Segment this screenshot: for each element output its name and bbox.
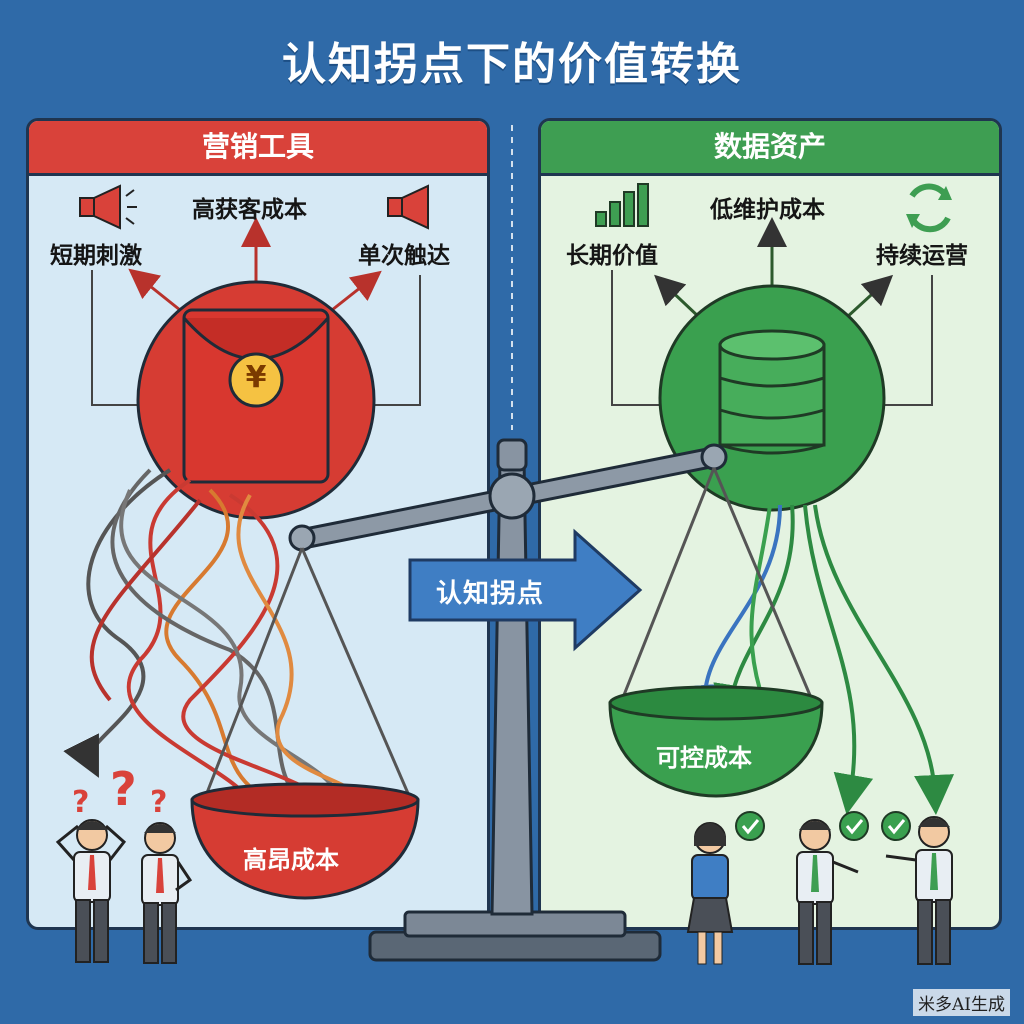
label-high-cost: 高昂成本 [243, 846, 339, 874]
refresh-icon [906, 183, 952, 233]
label-continuous-operation: 持续运营 [876, 243, 968, 269]
megaphone-icon [387, 184, 429, 230]
page-title: 认知拐点下的价值转换 [282, 39, 742, 90]
label-low-maintenance-cost: 低维护成本 [710, 197, 825, 223]
confused-person [141, 822, 193, 964]
tangled-wires [63, 468, 362, 802]
yen-coin-icon [228, 352, 284, 408]
happy-person [885, 816, 953, 965]
happy-person [796, 819, 859, 965]
check-icon [839, 811, 869, 841]
data-streams [683, 504, 955, 815]
label-single-reach: 单次触达 [358, 243, 450, 269]
left-connectors [91, 217, 421, 406]
label-long-term-value: 长期价值 [566, 243, 658, 269]
right-connectors [611, 217, 933, 406]
controlled-cost-bowl [608, 685, 824, 798]
watermark: 米多AI生成 [913, 989, 1010, 1016]
red-envelope-icon [182, 308, 330, 484]
question-mark: ? [72, 785, 89, 820]
label-short-term-stimulus: 短期刺激 [50, 243, 142, 269]
high-cost-bowl [190, 782, 420, 900]
label-controlled-cost: 可控成本 [656, 744, 752, 772]
label-high-acquisition-cost: 高获客成本 [192, 197, 307, 223]
happy-person [686, 822, 734, 965]
bar-chart-icon [595, 183, 649, 227]
megaphone-icon [79, 184, 137, 230]
cognitive-turning-arrow [408, 528, 643, 652]
check-icon [735, 811, 765, 841]
question-mark: ? [150, 785, 167, 820]
check-icon [881, 811, 911, 841]
database-icon [718, 329, 826, 455]
data-asset-header: 数据资产 [541, 121, 999, 176]
marketing-tool-header: 营销工具 [29, 121, 487, 176]
confused-person [55, 819, 127, 963]
question-mark: ? [110, 762, 137, 816]
label-cognitive-turning-point: 认知拐点 [436, 579, 545, 609]
yen-symbol: ¥ [245, 360, 267, 395]
